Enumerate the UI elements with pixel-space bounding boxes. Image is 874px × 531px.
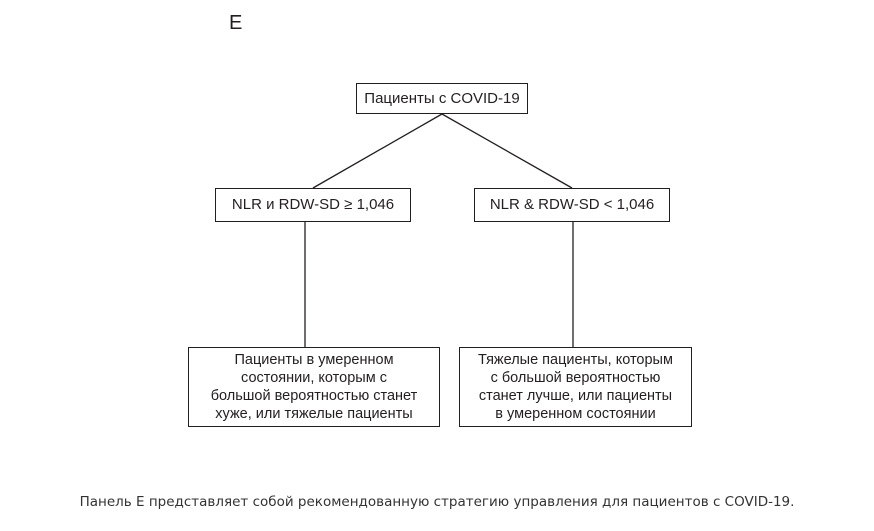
node-improving-outcome: Тяжелые пациенты, которым с большой веро…: [459, 347, 692, 427]
connector-root-left: [312, 113, 443, 189]
node-worsening-outcome: Пациенты в умеренном состоянии, которым …: [188, 347, 440, 427]
panel-label: E: [229, 12, 243, 34]
node-low-ratio-label: NLR & RDW-SD < 1,046: [489, 196, 655, 213]
node-low-ratio: NLR & RDW-SD < 1,046: [474, 188, 670, 222]
node-worsening-outcome-label: Пациенты в умеренном состоянии, которым …: [210, 352, 418, 422]
figure-caption: Панель E представляет собой рекомендован…: [79, 494, 795, 510]
node-improving-outcome-label: Тяжелые пациенты, которым с большой веро…: [478, 352, 673, 422]
connector-root-right: [441, 113, 573, 189]
node-covid-patients: Пациенты с COVID-19: [356, 83, 528, 114]
node-high-ratio: NLR и RDW-SD ≥ 1,046: [215, 188, 411, 222]
node-high-ratio-label: NLR и RDW-SD ≥ 1,046: [231, 196, 395, 213]
node-covid-patients-label: Пациенты с COVID-19: [364, 89, 520, 107]
